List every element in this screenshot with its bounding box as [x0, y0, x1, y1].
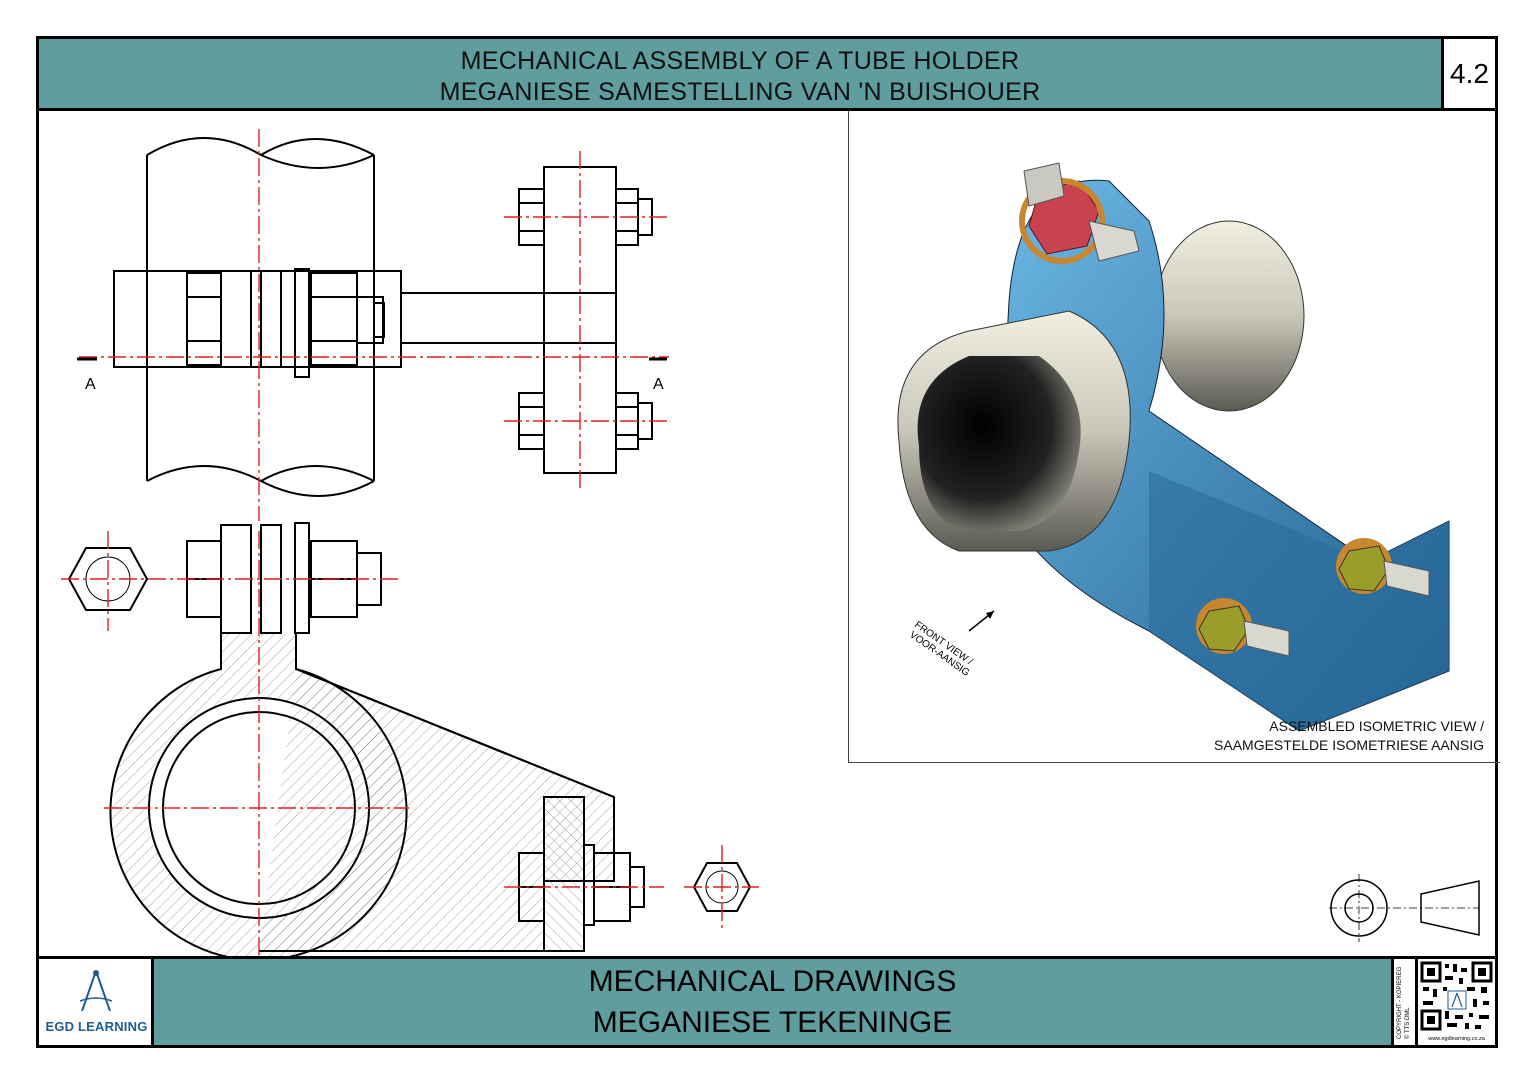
drawing-sheet: MECHANICAL ASSEMBLY OF A TUBE HOLDER MEG…: [36, 36, 1500, 1048]
orthographic-views: A A: [61, 129, 759, 963]
compass-logo-icon: [79, 970, 113, 1012]
section-label-right: A: [653, 376, 664, 393]
isometric-panel: FRONT VIEW / VOOR-AANSIG ASSEMBLED ISOME…: [848, 111, 1500, 763]
logo: EGD LEARNING: [39, 959, 154, 1045]
arm-top-view: [400, 292, 617, 344]
footer-title-band: MECHANICAL DRAWINGS MEGANIESE TEKENINGE: [154, 959, 1394, 1045]
iso-caption-line2: SAAMGESTELDE ISOMETRIESE AANSIG: [1214, 737, 1484, 753]
sheet-number: 4.2: [1444, 39, 1495, 111]
iso-caption-line1: ASSEMBLED ISOMETRIC VIEW /: [1269, 718, 1484, 734]
footer: EGD LEARNING MECHANICAL DRAWINGS MEGANIE…: [39, 956, 1495, 1045]
bolt-nut-top-view: [186, 272, 385, 366]
hex-nut-end-view-left: [67, 547, 149, 611]
footer-title-afrikaans: MEGANIESE TEKENINGE: [592, 1006, 953, 1039]
isometric-render: FRONT VIEW / VOOR-AANSIG: [897, 162, 1450, 732]
clamp-ring-front-view: [109, 633, 615, 962]
copyright-box: COPYRIGHT - KOPIEREG © TTS DML: [1394, 959, 1418, 1045]
footer-title-english: MECHANICAL DRAWINGS: [588, 965, 957, 998]
logo-text: EGD LEARNING: [45, 1019, 148, 1034]
website-url: www.egdlearning.co.za: [1428, 1036, 1485, 1042]
copyright-line1: COPYRIGHT - KOPIEREG: [1397, 966, 1403, 1039]
title-afrikaans: MEGANIESE SAMESTELLING VAN 'N BUISHOUER: [439, 78, 1041, 106]
copyright-line2: © TTS DML: [1405, 1007, 1411, 1039]
qr-code: www.egdlearning.co.za: [1418, 959, 1495, 1045]
projection-symbol: [1329, 874, 1480, 942]
section-label-left: A: [85, 376, 96, 393]
title-english: MECHANICAL ASSEMBLY OF A TUBE HOLDER: [460, 47, 1020, 75]
bolt-front-view: [186, 522, 382, 634]
centerlines: [61, 129, 759, 963]
qr-code-icon: [1420, 961, 1493, 1031]
title-band: MECHANICAL ASSEMBLY OF A TUBE HOLDER MEG…: [39, 39, 1444, 111]
